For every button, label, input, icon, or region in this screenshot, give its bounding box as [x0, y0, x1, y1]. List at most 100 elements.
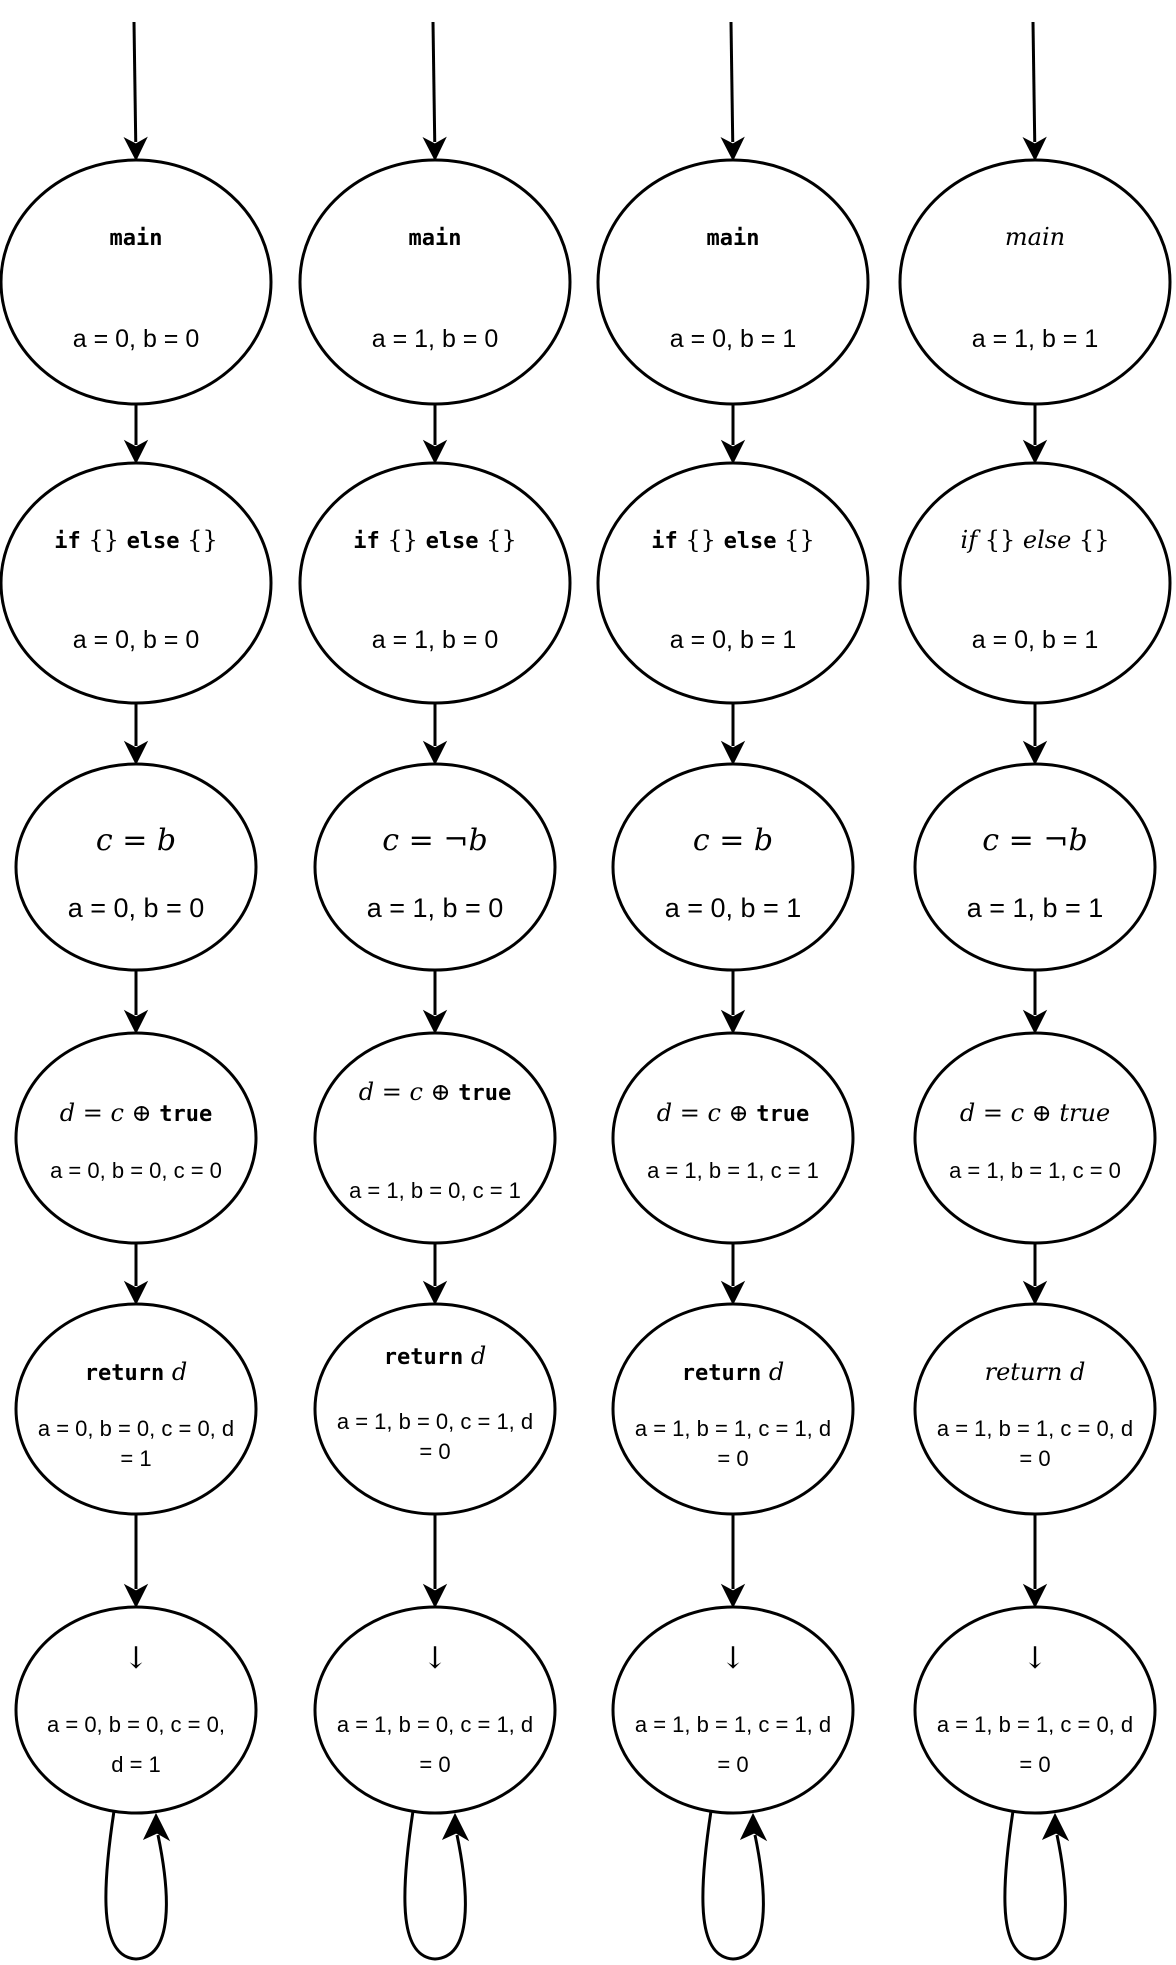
self-loop-path: [1003, 1810, 1067, 1961]
node-ellipse: [313, 1605, 557, 1815]
edge-col-1-row-2-to-3-arrowhead: [123, 740, 149, 766]
node-statement: d = c ⊕ true: [60, 1099, 213, 1127]
statement-token: ⊕: [423, 1078, 458, 1106]
statement-token: =: [975, 1099, 1010, 1127]
node-statement: d = c ⊕ true: [960, 1099, 1110, 1127]
node-ellipse: [611, 1605, 855, 1815]
node-state-line: = 0: [419, 1439, 450, 1464]
statement-token: {}: [180, 526, 218, 554]
statement-token: return: [85, 1361, 164, 1386]
state-node-col-4-row-5: return da = 1, b = 1, c = 0, d= 0: [913, 1302, 1157, 1516]
edge-col-2-row-4-to-5: [422, 1243, 448, 1306]
edge-col-4-row-2-to-3-arrowhead: [1022, 740, 1048, 766]
statement-token: b: [1068, 823, 1087, 858]
node-state-line: a = 0, b = 1: [670, 325, 797, 353]
statement-token: d: [172, 1358, 187, 1386]
statement-token: {}: [479, 526, 517, 554]
state-node-col-2-row-6: ↓a = 1, b = 0, c = 1, d= 0: [313, 1605, 557, 1815]
node-state-line: a = 1, b = 1: [972, 325, 1099, 353]
node-ellipse: [313, 1302, 557, 1516]
state-node-col-4-row-6: ↓a = 1, b = 1, c = 0, d= 0: [913, 1605, 1157, 1815]
self-loop-arrowhead: [142, 1812, 171, 1842]
statement-token: ↓: [123, 1641, 148, 1676]
node-ellipse: [913, 1302, 1157, 1516]
statement-token: c: [382, 823, 399, 858]
edge-col-2-row-5-to-6-arrowhead: [422, 1583, 448, 1609]
node-state-line: a = 0, b = 1: [665, 893, 802, 923]
node-state-line: a = 1, b = 0: [372, 626, 499, 654]
statement-token: {}: [977, 526, 1023, 554]
node-state-line: = 0: [1019, 1752, 1050, 1777]
edge-col-1-row-1-to-2-arrowhead: [123, 439, 149, 465]
node-statement: ↓: [422, 1641, 447, 1676]
statement-token: c: [982, 823, 999, 858]
statement-token: {}: [380, 526, 426, 554]
statement-token: else: [724, 529, 777, 554]
node-statement: c = ¬b: [382, 823, 487, 858]
state-node-col-1-row-4: d = c ⊕ true a = 0, b = 0, c = 0: [14, 1031, 258, 1245]
state-node-col-1-row-6: ↓a = 0, b = 0, c = 0,d = 1: [14, 1605, 258, 1815]
statement-token: =: [374, 1078, 409, 1106]
node-statement: if {} else {}: [651, 526, 814, 554]
edge-col-4-row-5-to-6-arrowhead: [1022, 1583, 1048, 1609]
node-ellipse: [313, 1031, 557, 1245]
state-node-col-3-row-6: ↓a = 1, b = 1, c = 1, d= 0: [611, 1605, 855, 1815]
node-statement: main: [409, 226, 462, 251]
node-state-line: a = 0, b = 0, c = 0, d: [38, 1416, 234, 1441]
statement-token: d: [60, 1099, 75, 1127]
edge-col-4-row-3-to-4: [1022, 970, 1048, 1035]
statement-token: [164, 1358, 172, 1386]
edge-col-4-row-3-to-4-arrowhead: [1022, 1009, 1048, 1035]
node-statement: return d: [682, 1358, 785, 1386]
node-state-line: a = 1, b = 1: [967, 893, 1104, 923]
node-state-line: a = 0, b = 0: [73, 626, 200, 654]
node-state-line: a = 0, b = 0, c = 0: [50, 1158, 222, 1183]
node-statement: if {} else {}: [961, 526, 1110, 554]
entry-arrow-col-4: [1022, 21, 1047, 162]
statement-token: ↓: [422, 1641, 447, 1676]
node-state-line: a = 0, b = 0: [68, 893, 205, 923]
statement-token: return: [985, 1358, 1063, 1386]
node-state-line: a = 0, b = 1: [670, 626, 797, 654]
state-node-col-3-row-3: c = ba = 0, b = 1: [611, 762, 855, 972]
node-statement: return d: [384, 1342, 487, 1370]
statement-token: ↓: [1022, 1641, 1047, 1676]
edge-col-2-row-1-to-2-arrowhead: [422, 439, 448, 465]
statement-token: main: [409, 226, 462, 251]
node-state-line: a = 1, b = 1, c = 0: [949, 1158, 1121, 1183]
edge-col-1-row-4-to-5-arrowhead: [123, 1280, 149, 1306]
edge-col-3-row-1-to-2-arrowhead: [720, 439, 746, 465]
statement-token: =: [672, 1099, 707, 1127]
edge-col-4-row-4-to-5-arrowhead: [1022, 1280, 1048, 1306]
node-statement: if {} else {}: [54, 526, 217, 554]
edge-col-3-row-4-to-5-arrowhead: [720, 1280, 746, 1306]
statement-token: else: [426, 529, 479, 554]
node-ellipse: [611, 1031, 855, 1245]
statement-token: return: [682, 1361, 761, 1386]
edge-col-4-row-1-to-2: [1022, 404, 1048, 465]
edge-col-3-row-2-to-3-arrowhead: [720, 740, 746, 766]
statement-token: true: [1059, 1099, 1110, 1127]
entry-arrow-col-4-arrowhead: [1022, 136, 1047, 162]
statement-token: c: [707, 1099, 720, 1127]
self-loop-path: [403, 1810, 467, 1961]
statement-token: else: [127, 529, 180, 554]
statement-token: = ¬: [999, 823, 1068, 858]
node-statement: d = c ⊕ true: [657, 1099, 810, 1127]
self-loop-col-4: [1003, 1810, 1070, 1961]
node-ellipse: [913, 1605, 1157, 1815]
entry-arrow-col-4-shaft: [1031, 21, 1037, 143]
statement-token: [1062, 1358, 1070, 1386]
node-state-line: a = 0, b = 1: [972, 626, 1099, 654]
node-statement: d = c ⊕ true: [359, 1078, 512, 1106]
statement-token: main: [707, 226, 760, 251]
edge-col-2-row-5-to-6: [422, 1514, 448, 1609]
statement-token: =: [113, 823, 157, 858]
statement-token: d: [471, 1342, 486, 1370]
edge-col-3-row-3-to-4: [720, 970, 746, 1035]
node-statement: return d: [985, 1358, 1086, 1386]
